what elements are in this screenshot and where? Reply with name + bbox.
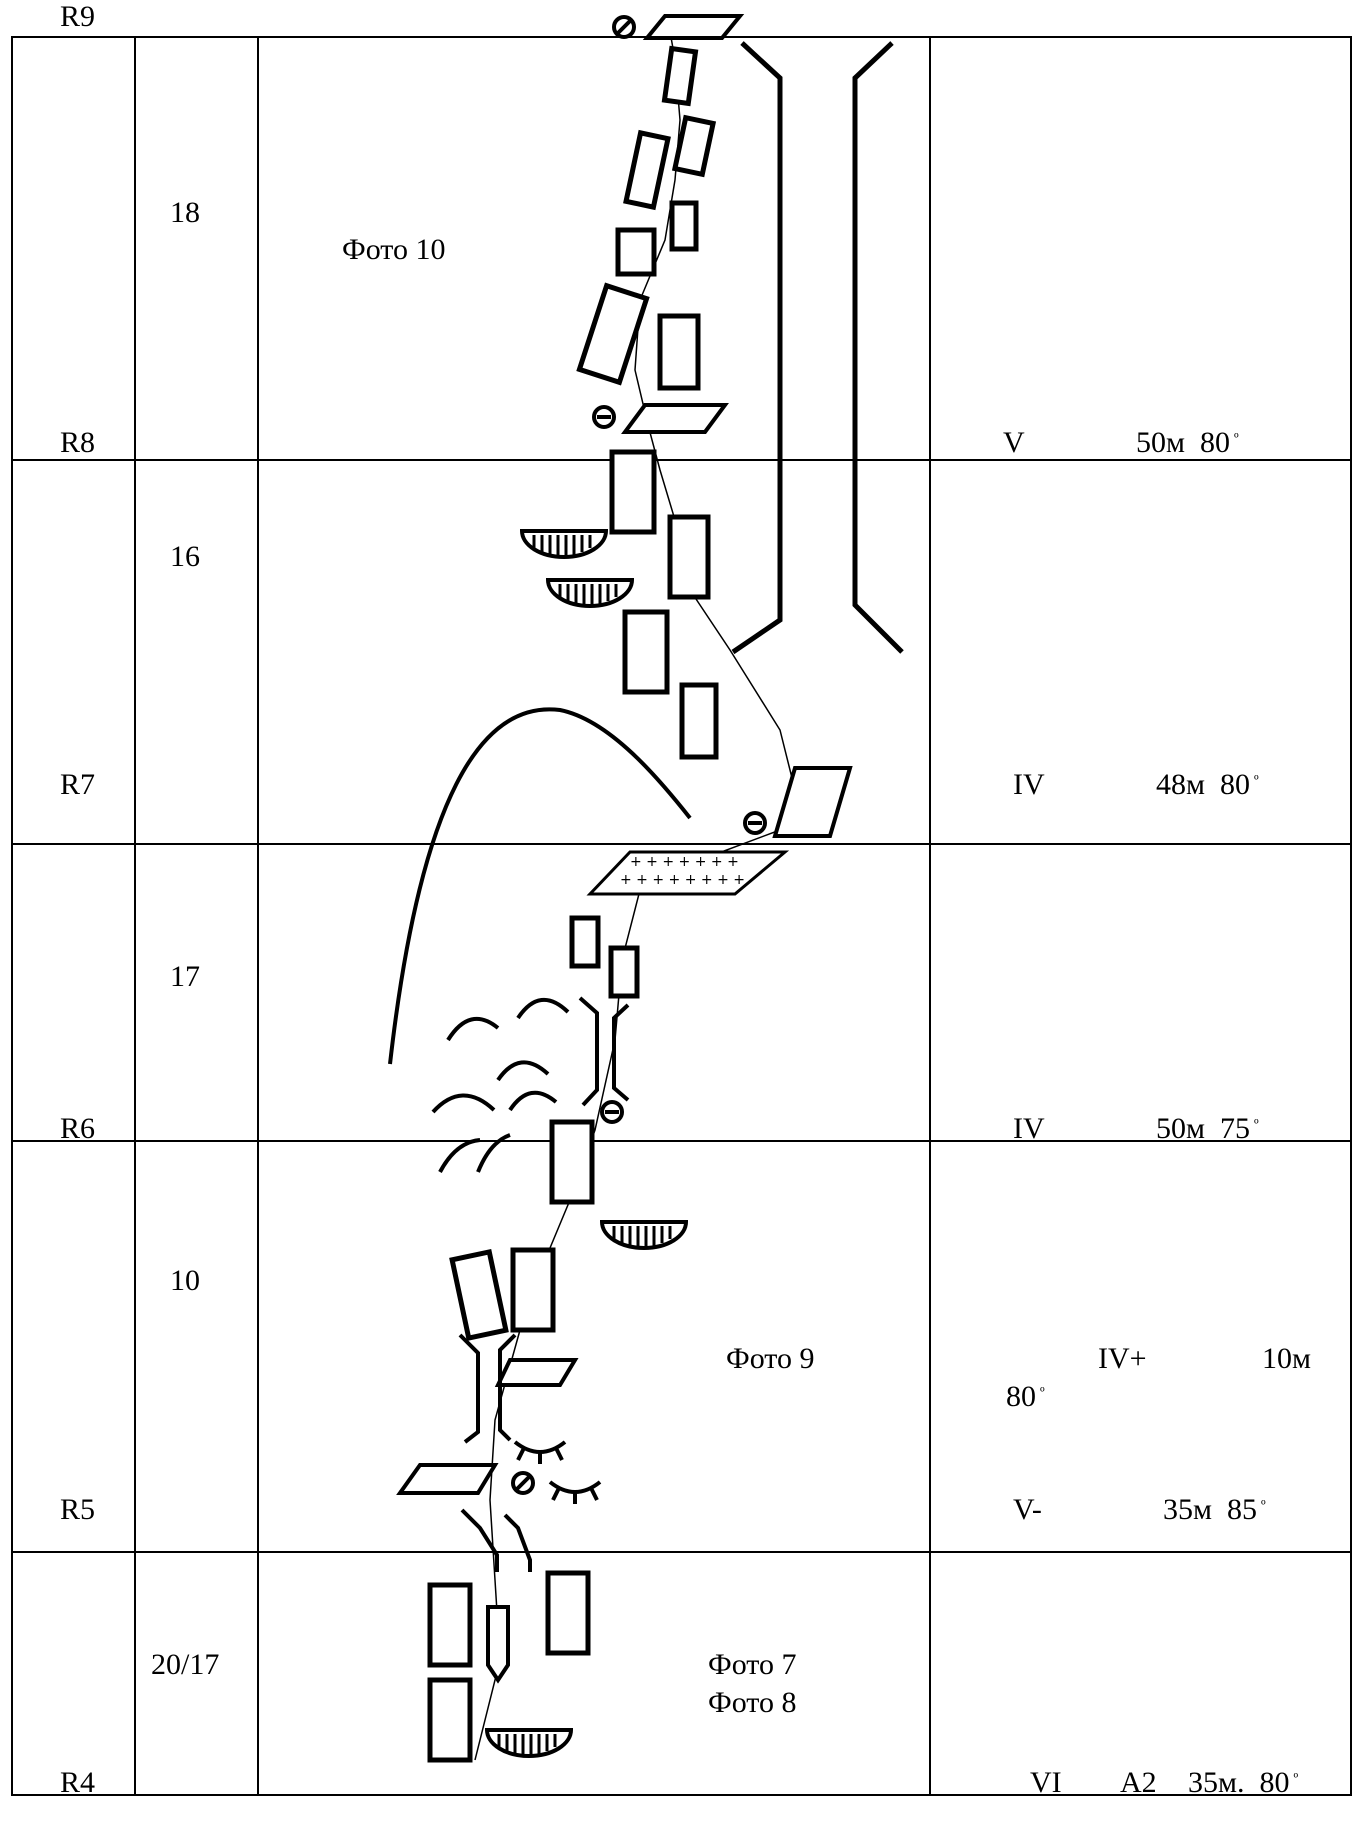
category-r5: V-: [1013, 1493, 1042, 1526]
degree-mark: º: [1293, 1771, 1299, 1787]
grade-number-17: 17: [170, 960, 200, 993]
angle: 80: [1199, 426, 1230, 459]
degree-mark: º: [1040, 1385, 1045, 1401]
grade-number-16: 16: [170, 540, 200, 573]
chimney-walls: [731, 41, 904, 655]
category-r8: V: [1003, 426, 1025, 459]
degree-mark: º: [1260, 1498, 1266, 1514]
length: 35м: [1163, 1493, 1212, 1526]
length: 50м: [1136, 426, 1185, 459]
grade-number-20-17: 20/17: [151, 1648, 220, 1681]
grade-number-10: 10: [170, 1264, 200, 1297]
photo-label-7: Фото 7: [708, 1648, 797, 1681]
category-r5-upper: IV+: [1098, 1342, 1147, 1375]
overhang-arc: [388, 707, 692, 1065]
degree-mark: º: [1253, 1117, 1259, 1133]
degree-mark: º: [1233, 431, 1239, 447]
angle: 75: [1219, 1112, 1250, 1145]
angle: 85: [1226, 1493, 1257, 1526]
length-r5-upper: 10м: [1262, 1342, 1311, 1375]
top-point-label: R9: [60, 0, 96, 33]
scree-ledge: + + + + + + + + + + + + + + +: [586, 850, 790, 896]
category-r7: IV: [1013, 768, 1045, 801]
angle: 80: [1006, 1380, 1036, 1413]
point-label-r6: R6: [60, 1112, 96, 1145]
table-grid: [11, 36, 1352, 1796]
category-r6: IV: [1013, 1112, 1045, 1145]
photo-label-10: Фото 10: [342, 233, 446, 266]
rough-arcs: [431, 997, 570, 1173]
photo-label-8: Фото 8: [708, 1686, 797, 1719]
category-r4: VI: [1030, 1766, 1062, 1799]
point-label-r4: R4: [60, 1766, 96, 1799]
length: 48м: [1156, 768, 1205, 801]
crack-wedge: [486, 1605, 510, 1684]
grade-number-18: 18: [170, 196, 200, 229]
length: 50м: [1156, 1112, 1205, 1145]
svg-text:+ + + + + + +: + + + + + + +: [630, 854, 739, 870]
category-extra-r4: A2: [1120, 1766, 1157, 1799]
belay-stations: [396, 14, 853, 1495]
hatched-holds: [484, 529, 689, 1758]
degree-mark: º: [1253, 773, 1259, 789]
point-label-r5: R5: [60, 1493, 96, 1526]
svg-text:+ + + + + + + +: + + + + + + + +: [620, 872, 745, 888]
point-label-r8: R8: [60, 426, 96, 459]
point-label-r7: R7: [60, 768, 96, 801]
length: 35м.: [1188, 1766, 1245, 1799]
angle: 80: [1219, 768, 1250, 801]
crack-markers: [458, 996, 630, 1572]
angle: 80: [1259, 1766, 1290, 1799]
bolt-symbols: [511, 15, 767, 1495]
photo-label-9: Фото 9: [726, 1342, 815, 1375]
eye-symbols: [513, 1440, 602, 1504]
rock-blocks: [427, 45, 719, 1763]
